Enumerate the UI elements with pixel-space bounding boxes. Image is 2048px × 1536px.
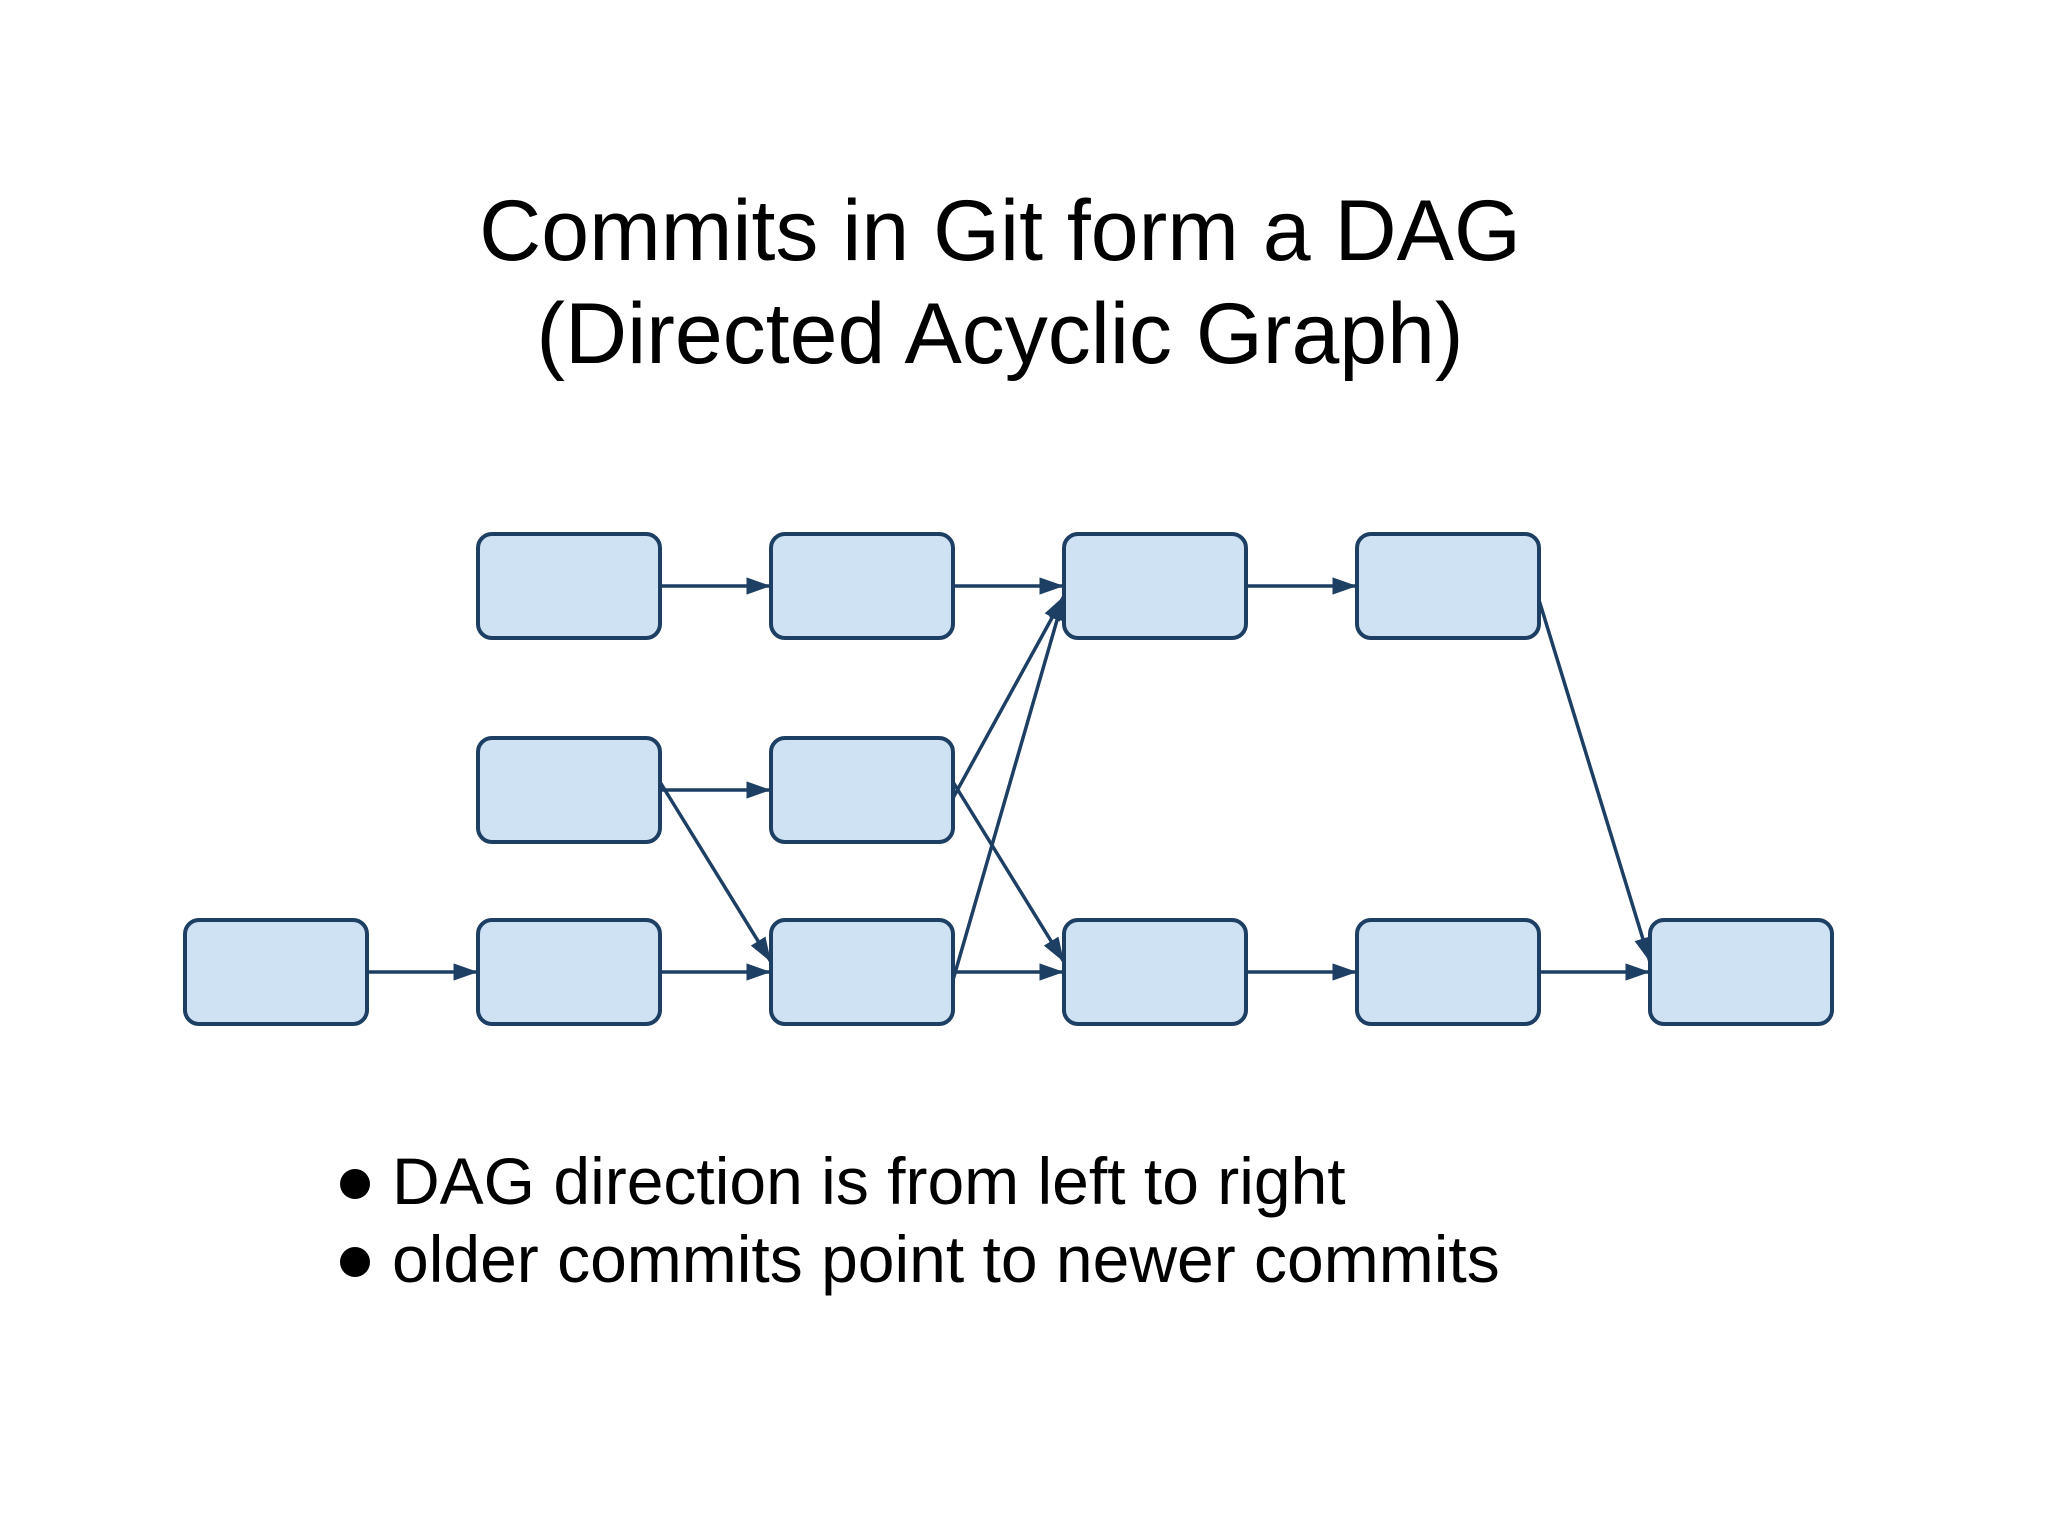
commit-node (1062, 918, 1248, 1026)
commit-node (476, 532, 662, 640)
commit-node (183, 918, 369, 1026)
bullet-text: older commits point to newer commits (392, 1222, 1500, 1296)
commit-node (769, 918, 955, 1026)
slide-title: Commits in Git form a DAG (Directed Acyc… (0, 180, 2000, 386)
commit-edge-arrow (951, 781, 1066, 963)
bullet-list: DAG direction is from left to right olde… (336, 1142, 1500, 1298)
commit-edge-arrow (658, 781, 773, 963)
bullet-dot-icon (340, 1169, 370, 1199)
title-line-1: Commits in Git form a DAG (479, 183, 1521, 279)
commit-node (476, 736, 662, 844)
commit-node (769, 736, 955, 844)
bullet-item: DAG direction is from left to right (336, 1142, 1500, 1220)
bullet-dot-icon (340, 1247, 370, 1277)
bullet-item: older commits point to newer commits (336, 1220, 1500, 1298)
commit-node (1648, 918, 1834, 1026)
commit-node (1355, 918, 1541, 1026)
title-line-2: (Directed Acyclic Graph) (536, 286, 1464, 382)
commit-edge-arrow (951, 595, 1066, 981)
bullet-text: DAG direction is from left to right (392, 1144, 1346, 1218)
commit-node (1062, 532, 1248, 640)
commit-edge-arrow (1537, 599, 1652, 963)
commit-node (1355, 532, 1541, 640)
commit-edge-arrow (951, 595, 1066, 799)
commit-node (476, 918, 662, 1026)
commit-node (769, 532, 955, 640)
